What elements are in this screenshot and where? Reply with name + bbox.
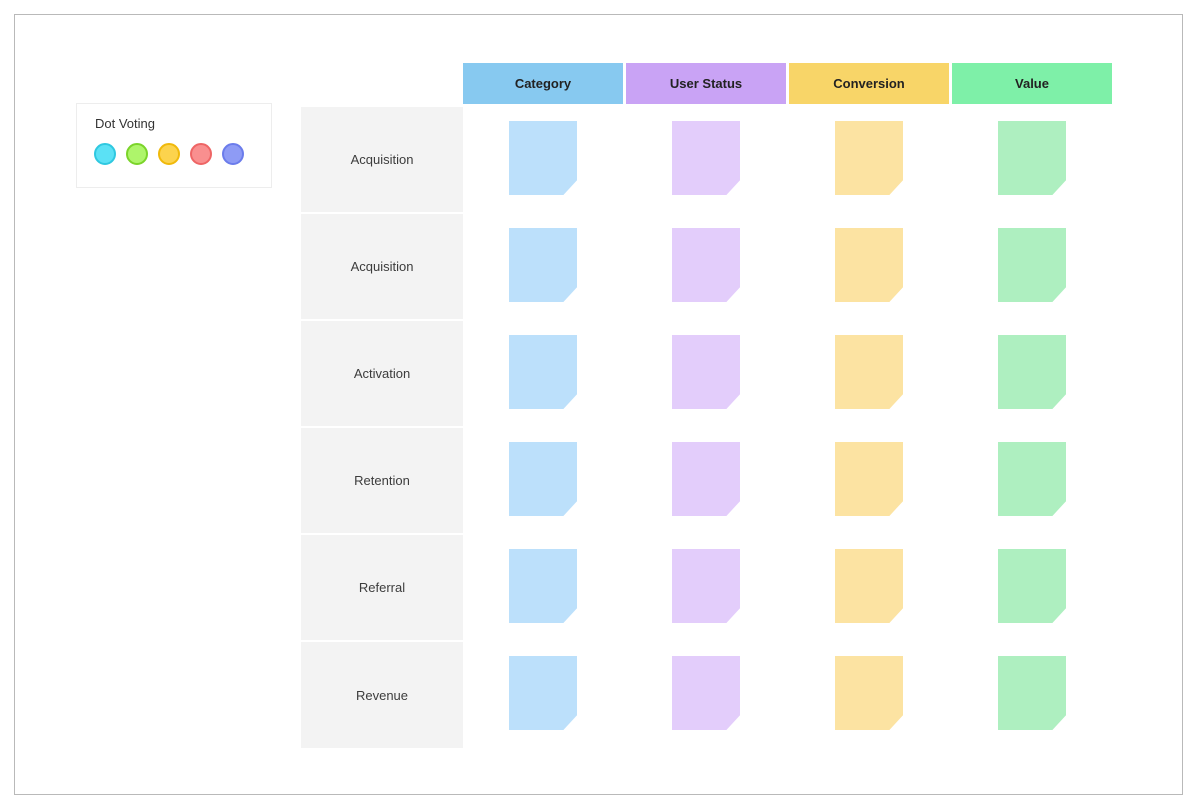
sticky-note[interactable] [835,549,903,623]
sticky-note-surface [509,121,577,195]
board-frame: Dot Voting Category User Status Conversion… [14,14,1183,795]
sticky-note-surface [835,442,903,516]
sticky-note-surface [672,335,740,409]
sticky-note[interactable] [509,228,577,302]
row-label-1-acquisition[interactable]: Acquisition [301,214,463,320]
vote-dot-yellow[interactable] [158,143,180,165]
row-label-2-activation[interactable]: Activation [301,321,463,427]
sticky-note[interactable] [998,549,1066,623]
sticky-note[interactable] [998,656,1066,730]
dot-voting-dot-list [94,143,244,165]
vote-dot-green[interactable] [126,143,148,165]
column-header-row: Category User Status Conversion Value [463,63,1115,104]
sticky-note[interactable] [672,121,740,195]
sticky-note-surface [835,121,903,195]
sticky-note[interactable] [835,656,903,730]
sticky-note[interactable] [509,656,577,730]
sticky-note-surface [672,549,740,623]
sticky-note-surface [509,228,577,302]
sticky-note-grid [463,107,1115,749]
sticky-note-surface [672,656,740,730]
sticky-note[interactable] [672,442,740,516]
sticky-note[interactable] [835,121,903,195]
column-header-label: Conversion [833,76,905,91]
sticky-note[interactable] [672,335,740,409]
sticky-note[interactable] [672,656,740,730]
column-header-category[interactable]: Category [463,63,623,104]
sticky-note-surface [835,656,903,730]
sticky-note-surface [835,228,903,302]
sticky-note-surface [998,549,1066,623]
sticky-note-surface [998,228,1066,302]
vote-dot-blue[interactable] [222,143,244,165]
row-label-text: Activation [353,366,411,381]
sticky-note-surface [835,335,903,409]
sticky-note-surface [835,549,903,623]
sticky-note[interactable] [509,549,577,623]
sticky-note-surface [998,121,1066,195]
sticky-note-surface [998,442,1066,516]
column-header-conversion[interactable]: Conversion [789,63,949,104]
column-header-label: Value [1015,76,1049,91]
affinity-matrix: Category User Status Conversion Value Acqui… [301,63,1115,749]
sticky-note-surface [672,121,740,195]
sticky-note[interactable] [672,228,740,302]
row-label-text: Referral [358,580,406,595]
row-label-0-acquisition[interactable]: Acquisition [301,107,463,213]
sticky-note[interactable] [835,228,903,302]
sticky-note[interactable] [509,121,577,195]
sticky-note[interactable] [998,442,1066,516]
dot-voting-panel: Dot Voting [76,103,272,188]
sticky-note-surface [672,442,740,516]
sticky-note-surface [509,549,577,623]
sticky-note-surface [998,656,1066,730]
sticky-note[interactable] [509,335,577,409]
sticky-note[interactable] [672,549,740,623]
sticky-note[interactable] [998,121,1066,195]
column-header-user-status[interactable]: User Status [626,63,786,104]
row-label-text: Retention [354,473,410,488]
row-label-3-retention[interactable]: Retention [301,428,463,534]
vote-dot-cyan[interactable] [94,143,116,165]
row-label-5-revenue[interactable]: Revenue [301,642,463,748]
sticky-note-surface [509,656,577,730]
row-label-text: Acquisition [350,259,414,274]
row-label-text: Acquisition [350,152,414,167]
sticky-note[interactable] [835,335,903,409]
vote-dot-red[interactable] [190,143,212,165]
column-header-label: User Status [669,76,743,91]
sticky-note[interactable] [998,335,1066,409]
sticky-note-surface [672,228,740,302]
sticky-note-surface [998,335,1066,409]
sticky-note-surface [509,335,577,409]
sticky-note[interactable] [998,228,1066,302]
column-header-value[interactable]: Value [952,63,1112,104]
sticky-note-surface [509,442,577,516]
sticky-note[interactable] [835,442,903,516]
sticky-note[interactable] [509,442,577,516]
row-label-4-referral[interactable]: Referral [301,535,463,641]
row-label-text: Revenue [355,687,409,703]
column-header-label: Category [514,76,572,91]
dot-voting-title: Dot Voting [95,116,155,131]
